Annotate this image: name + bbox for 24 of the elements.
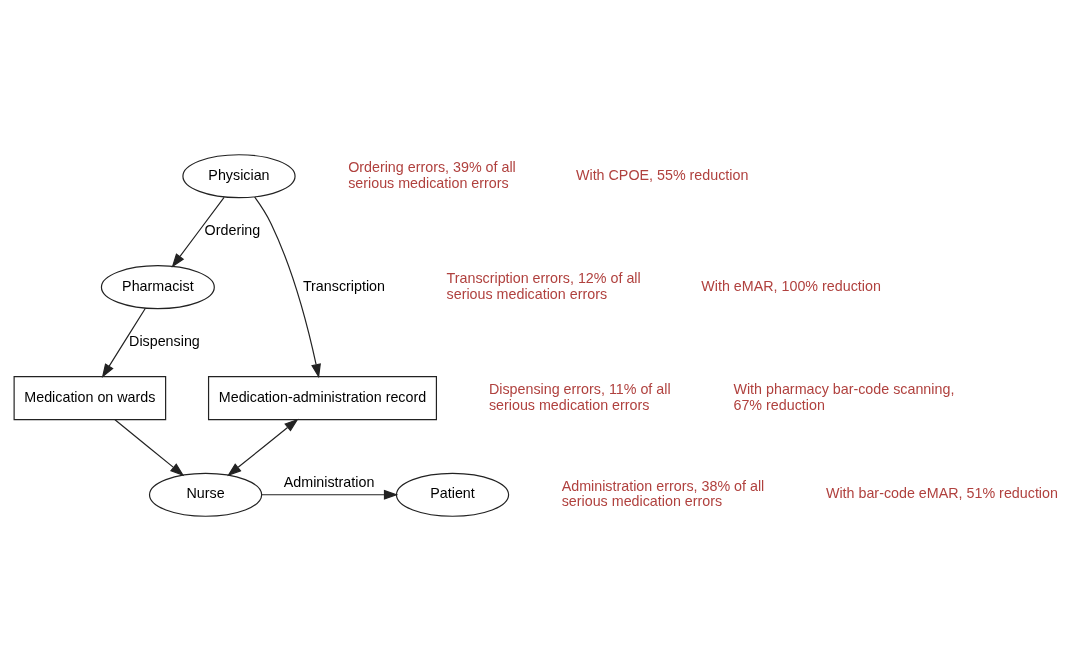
edge-label: Dispensing — [129, 333, 200, 350]
node-box: Medication on wards — [13, 376, 167, 421]
node-ellipse: Nurse — [148, 472, 263, 517]
label: Administration errors, 38% of all serious medication errors — [561, 477, 765, 510]
node-ellipse: Pharmacist — [100, 265, 215, 310]
label: With pharmacy bar-code scanning, 67% reduction — [733, 381, 955, 413]
arrow — [227, 418, 299, 477]
edge-label: Ordering — [204, 222, 261, 239]
label: With CPOE, 55% reduction — [575, 166, 749, 183]
arrow — [101, 307, 146, 378]
label: With bar-code eMAR, 51% reduction — [825, 485, 1058, 502]
label: Ordering errors, 39% of all serious medication errors — [348, 159, 516, 191]
arrow — [261, 489, 399, 500]
node-ellipse: Physician — [182, 154, 296, 199]
label: With eMAR, 100% reduction — [701, 277, 881, 294]
arrow — [114, 419, 185, 477]
node-box: Medication-administration record — [207, 376, 437, 421]
edge-label: Transcription — [302, 277, 386, 294]
label: Dispensing errors, 11% of all serious medication errors — [488, 381, 671, 413]
edge-label: Administration — [283, 474, 375, 491]
arrow — [171, 196, 225, 268]
arrow — [253, 196, 321, 379]
node-ellipse: Patient — [395, 472, 510, 517]
label: Transcription errors, 12% of all serious medication errors — [446, 270, 641, 302]
